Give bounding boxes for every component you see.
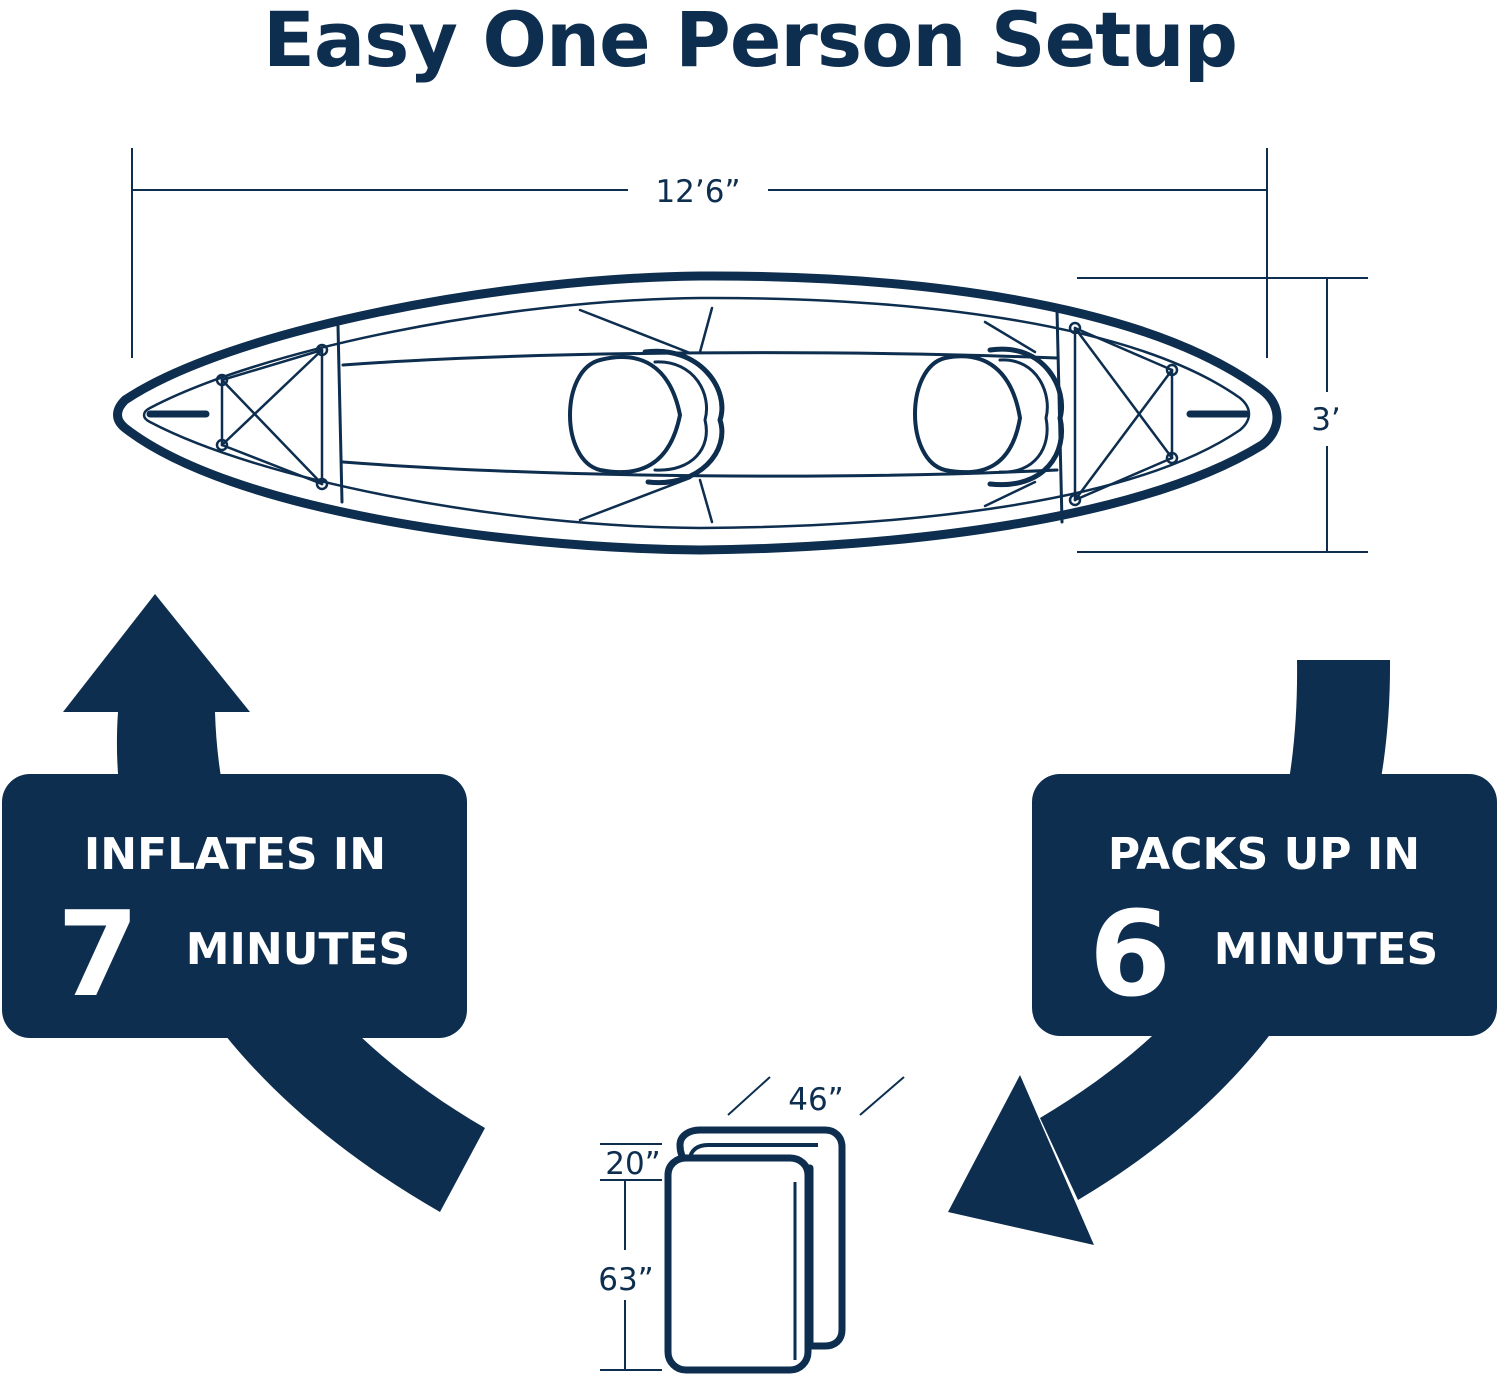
- front-seat: [568, 306, 725, 524]
- pack-number: 6: [1089, 885, 1171, 1023]
- kayak-width-label: 3’: [1311, 402, 1341, 438]
- pack-unit: MINUTES: [1214, 924, 1438, 975]
- storage-bag-icon: [664, 1126, 846, 1374]
- bag-dimensions: [600, 1076, 905, 1371]
- bag-height-label: 63”: [598, 1262, 654, 1298]
- length-dimension: [131, 148, 1268, 358]
- page-title: Easy One Person Setup: [262, 0, 1238, 84]
- inflate-heading: INFLATES IN: [84, 829, 386, 880]
- bag-width-label: 46”: [788, 1082, 844, 1118]
- pack-panel: PACKS UP IN 6 MINUTES: [1032, 774, 1497, 1036]
- inflate-unit: MINUTES: [186, 924, 410, 975]
- kayak-illustration: [113, 271, 1282, 555]
- inflate-number: 7: [57, 885, 139, 1023]
- rear-seat: [913, 320, 1064, 508]
- kayak-length-label: 12’6”: [655, 174, 740, 210]
- inflate-panel: INFLATES IN 7 MINUTES: [2, 774, 467, 1038]
- pack-heading: PACKS UP IN: [1108, 829, 1420, 880]
- width-dimension: [1077, 277, 1368, 553]
- bag-depth-label: 20”: [605, 1146, 661, 1182]
